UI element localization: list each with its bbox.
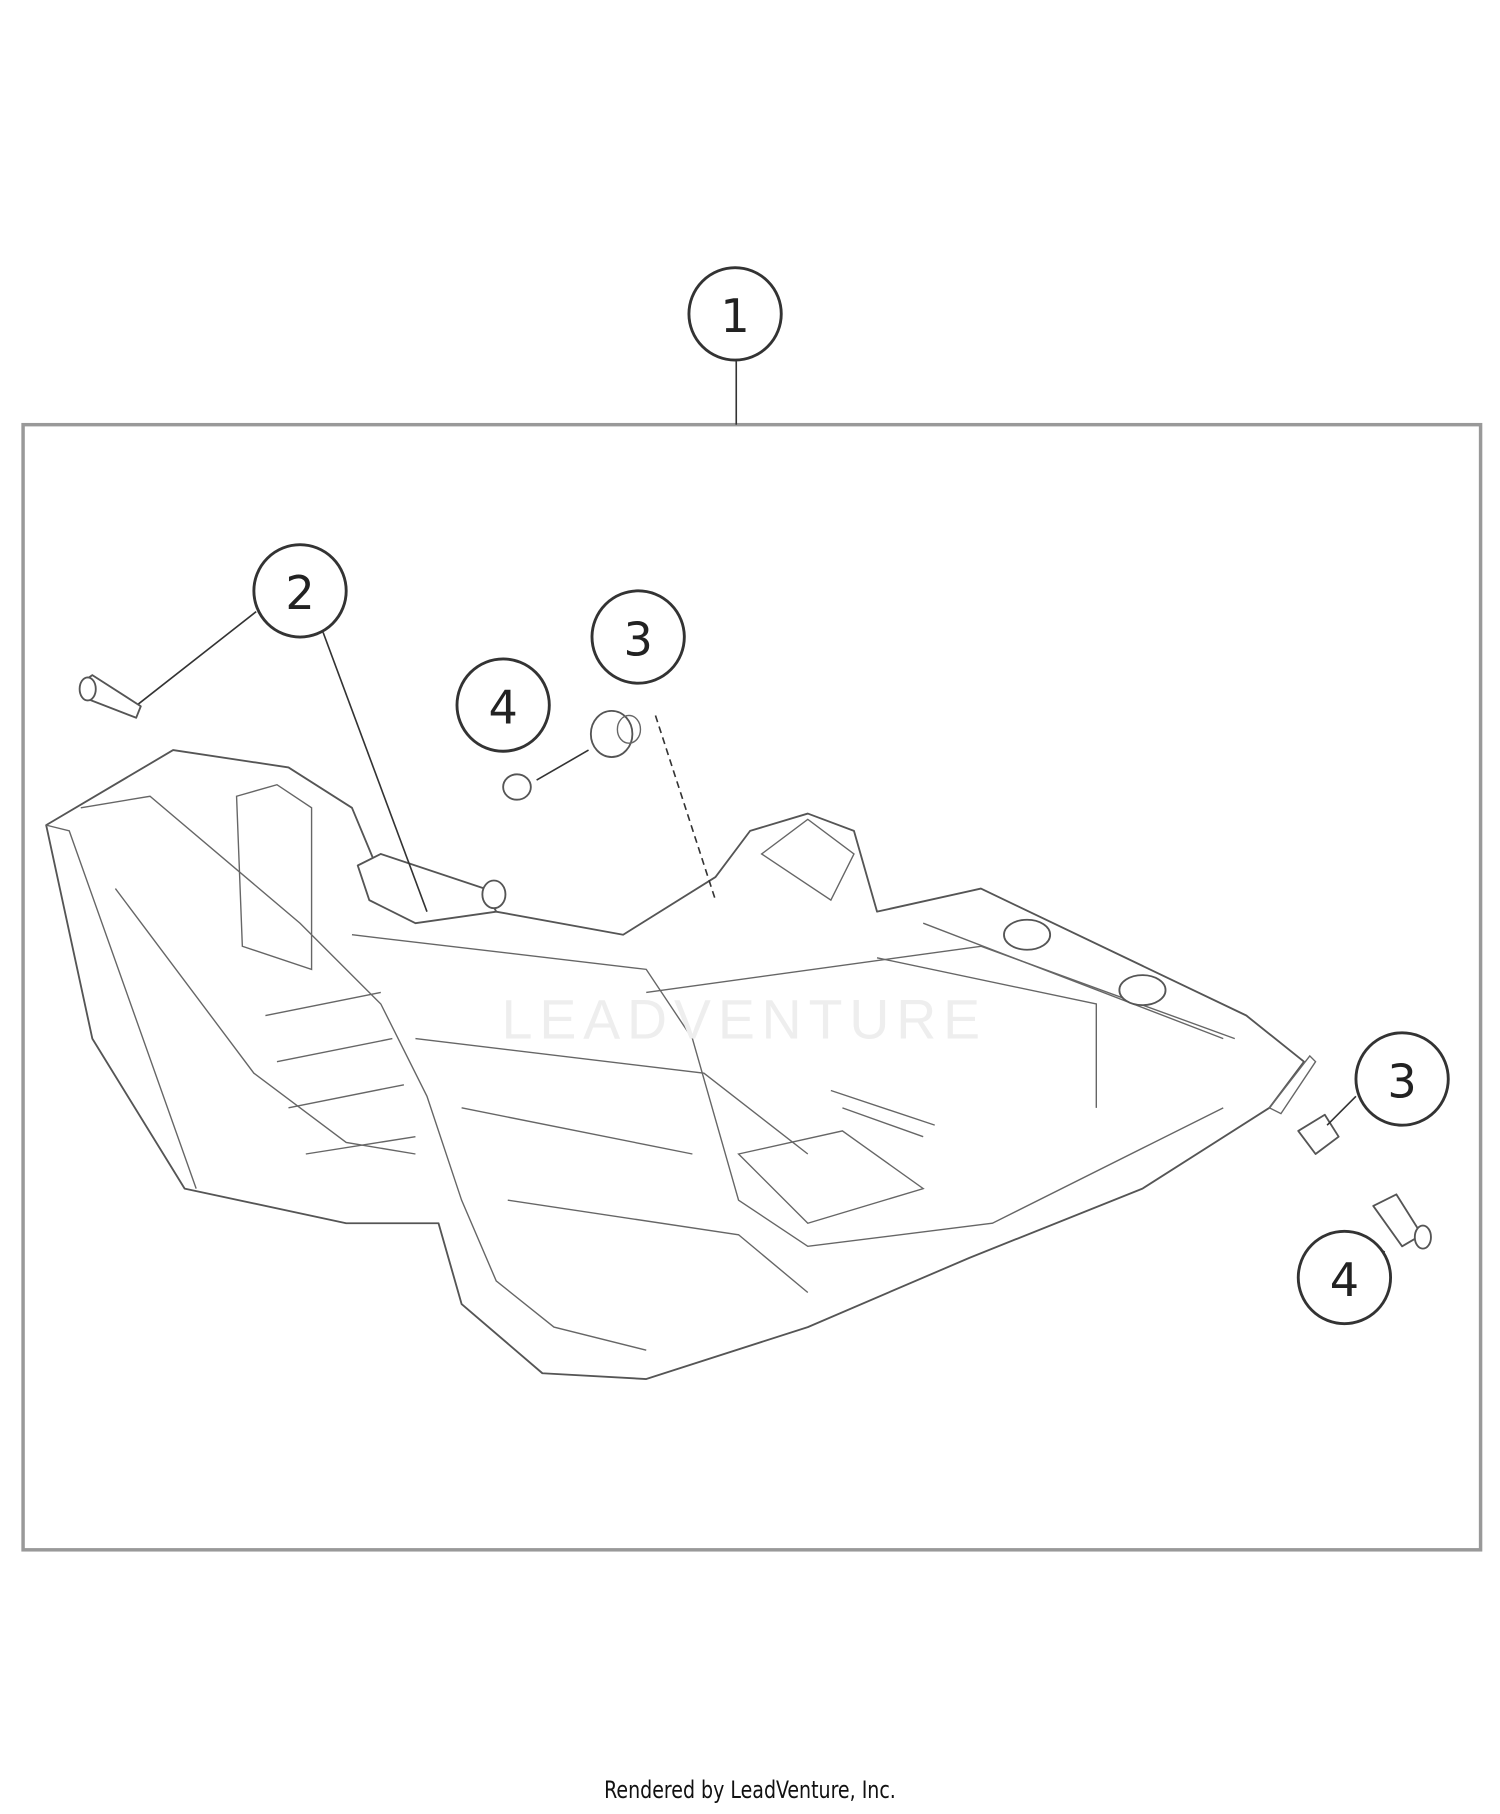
leader-2b (322, 632, 428, 912)
callout-3-top[interactable]: 3 (590, 589, 686, 685)
callout-4-top[interactable]: 4 (455, 657, 551, 753)
svg-text:4: 4 (488, 680, 517, 734)
svg-text:3: 3 (623, 612, 652, 666)
footer-credit: Rendered by LeadVenture, Inc. (604, 1776, 896, 1804)
callout-4-right[interactable]: 4 (1296, 1229, 1393, 1326)
svg-text:2: 2 (285, 566, 314, 620)
nut-4-right (1372, 1193, 1432, 1250)
callout-2[interactable]: 2 (252, 543, 348, 639)
leader-4-top (536, 749, 589, 781)
svg-text:4: 4 (1330, 1253, 1359, 1307)
leader-3-right (1326, 1095, 1357, 1126)
skid-plate-drawing (45, 749, 1317, 1380)
callout-1[interactable]: 1 (687, 266, 783, 362)
svg-text:3: 3 (1387, 1054, 1416, 1108)
nut-4-top (502, 773, 532, 801)
kit-frame (21, 422, 1483, 1552)
leader-3-top (654, 715, 717, 901)
callout-3-right[interactable]: 3 (1354, 1031, 1450, 1127)
watermark-logo: LEADVENTURE (502, 989, 987, 1051)
svg-text:1: 1 (720, 289, 749, 343)
screw-2 (78, 674, 142, 719)
spacer-3-top (589, 709, 642, 758)
leader-2a (137, 610, 257, 705)
